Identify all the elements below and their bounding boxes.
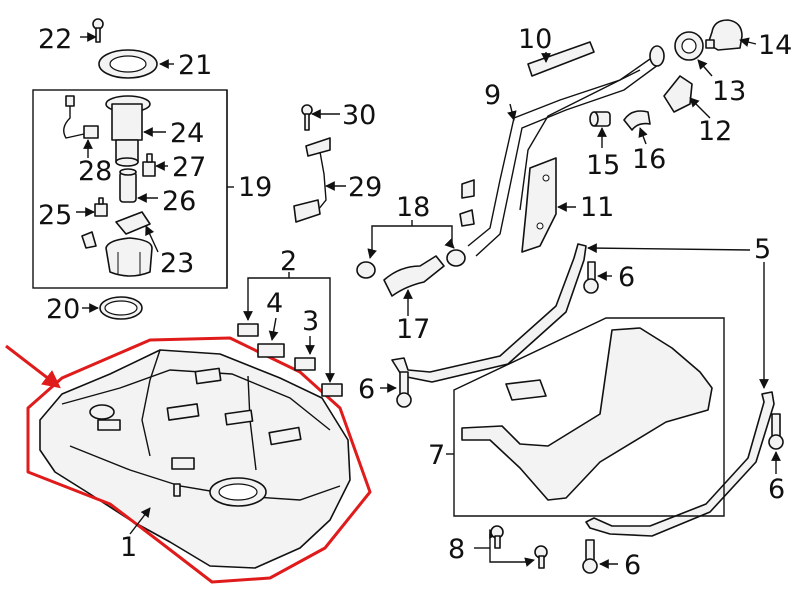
filler-ring xyxy=(674,31,704,61)
fuel-filter xyxy=(119,168,137,203)
callout-11: 11 xyxy=(580,192,614,223)
callout-23: 23 xyxy=(160,248,194,279)
callout-30: 30 xyxy=(342,100,376,131)
callout-12: 12 xyxy=(698,116,732,147)
callout-6c: 6 xyxy=(768,474,785,505)
tank-gasket xyxy=(99,296,143,320)
callout-1: 1 xyxy=(120,532,137,563)
tank-highlight-arrow xyxy=(5,344,61,389)
pad-4 xyxy=(257,343,285,358)
callout-18: 18 xyxy=(396,192,430,223)
callout-20: 20 xyxy=(46,294,80,325)
bolt-6b xyxy=(396,371,412,408)
callout-5: 5 xyxy=(754,234,771,265)
callout-6b: 6 xyxy=(358,374,375,405)
screw-30 xyxy=(301,104,313,131)
fuel-sender xyxy=(142,153,156,177)
screw-22 xyxy=(92,18,104,43)
leader-lines xyxy=(76,32,781,569)
callout-26: 26 xyxy=(162,186,196,217)
callout-9: 9 xyxy=(484,80,501,111)
hose-clamps xyxy=(356,220,466,279)
callout-25: 25 xyxy=(38,200,72,231)
tank-strap-left xyxy=(391,243,587,383)
callout-15: 15 xyxy=(586,150,620,181)
level-sensor xyxy=(293,137,331,223)
callout-24: 24 xyxy=(170,118,204,149)
callout-29: 29 xyxy=(348,172,382,203)
filler-cap xyxy=(705,19,743,51)
pad-2b xyxy=(321,383,343,397)
breather-hose-16 xyxy=(623,110,651,131)
tank-pads xyxy=(237,272,343,397)
callout-14: 14 xyxy=(758,30,792,61)
heat-insulator-group xyxy=(446,317,725,517)
pad-2a xyxy=(237,323,259,337)
fuel-tank xyxy=(39,349,351,569)
callout-16: 16 xyxy=(632,144,666,175)
fuel-pump-assembly-group xyxy=(32,89,234,289)
bolt-6a xyxy=(583,261,599,294)
callout-8: 8 xyxy=(448,534,465,565)
hose-clamp-15 xyxy=(589,111,611,127)
wire-harness xyxy=(63,95,99,139)
callout-13: 13 xyxy=(712,76,746,107)
callout-27: 27 xyxy=(172,152,206,183)
bolt-6d xyxy=(582,539,598,574)
bolts-8 xyxy=(474,525,548,569)
callout-4: 4 xyxy=(266,288,283,319)
pump-bracket xyxy=(81,211,151,249)
lock-ring xyxy=(98,49,158,79)
callout-22: 22 xyxy=(38,24,72,55)
callout-21: 21 xyxy=(178,50,212,81)
callout-6d: 6 xyxy=(624,550,641,581)
filler-bracket xyxy=(521,157,557,253)
callout-10: 10 xyxy=(518,24,552,55)
tank-highlight-outline xyxy=(26,336,372,584)
filler-hose xyxy=(383,255,445,297)
callout-numbers: 22 21 24 28 27 19 26 25 23 20 30 29 2 4 … xyxy=(38,24,792,581)
pump-reservoir xyxy=(105,237,153,277)
callout-6a: 6 xyxy=(618,262,635,293)
callout-3: 3 xyxy=(302,306,319,337)
pad-3 xyxy=(294,357,316,371)
tank-strap-right xyxy=(585,391,775,537)
callout-28: 28 xyxy=(78,156,112,187)
filler-housing xyxy=(663,75,693,113)
fuel-pump-module xyxy=(105,95,151,167)
callout-19: 19 xyxy=(238,172,272,203)
callout-7: 7 xyxy=(428,440,445,471)
callout-2: 2 xyxy=(280,246,297,277)
bolt-6c xyxy=(768,413,784,450)
callout-17: 17 xyxy=(396,314,430,345)
filler-tube-protector xyxy=(527,41,595,77)
pressure-regulator xyxy=(94,197,108,217)
